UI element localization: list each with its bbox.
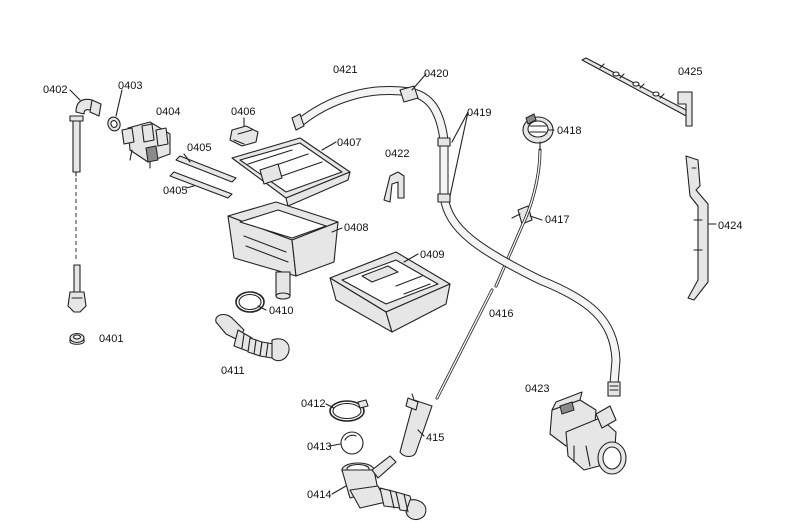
label-0422: 0422 [385,148,410,160]
label-0424: 0424 [718,220,743,232]
label-0406: 0406 [231,106,256,118]
clamp-0412 [329,399,369,422]
label-0405-upper: 0405 [187,142,212,154]
inlet-hose-0402 [69,98,102,177]
clip-0406 [229,125,259,147]
hose-rings-0419 [437,137,451,203]
label-0403: 0403 [118,80,143,92]
label-0405-lower: 0405 [163,185,188,197]
ring-0403 [107,116,121,132]
dispenser-housing-0408 [227,201,339,300]
label-0412: 0412 [301,398,326,410]
label-0423: 0423 [525,383,550,395]
label-0418: 0418 [557,125,582,137]
label-0404: 0404 [156,106,181,118]
label-0411: 0411 [221,365,245,377]
label-0417: 0417 [545,214,570,226]
label-0416: 0416 [489,308,514,320]
sump-hose-0414 [341,455,427,521]
tube-to-pressure-switch-inner [495,149,541,287]
label-0420: 0420 [424,68,449,80]
bellows-hose-0411 [215,313,290,362]
drain-pump-0423 [549,391,627,475]
fill-hose-0421 [291,85,415,131]
leader-lines [69,73,717,495]
label-0419: 0419 [467,107,492,119]
label-0410: 0410 [269,305,294,317]
label-0409: 0409 [420,249,445,261]
bracket-0422 [383,171,405,203]
hose-clip-0420 [399,85,419,103]
side-rail-0424 [685,155,709,301]
label-415: 415 [426,432,445,444]
pressure-chamber-415 [399,393,433,458]
label-0401: 0401 [99,333,124,345]
tube-0405-lower [169,171,233,199]
label-0421: 0421 [333,64,358,76]
dispenser-drawer-0409 [329,251,451,333]
pressure-switch-0418 [522,113,554,151]
top-rail-0425 [581,57,693,127]
gasket-0410 [235,291,265,313]
inlet-pipe-0401-upper [67,264,87,313]
label-0425: 0425 [678,66,703,78]
drain-hose-0419 [405,87,621,397]
label-0413: 0413 [307,441,332,453]
label-0407: 0407 [337,137,362,149]
label-0402: 0402 [43,84,68,96]
seal-0401 [69,332,85,345]
inlet-valve-0404 [121,121,171,169]
label-0408: 0408 [344,222,369,234]
tube-0416-inner [436,289,493,399]
ball-highlight [344,434,357,441]
label-0414: 0414 [307,489,332,501]
dispenser-lid-0407 [231,137,351,207]
tube-0405-upper [175,155,237,183]
